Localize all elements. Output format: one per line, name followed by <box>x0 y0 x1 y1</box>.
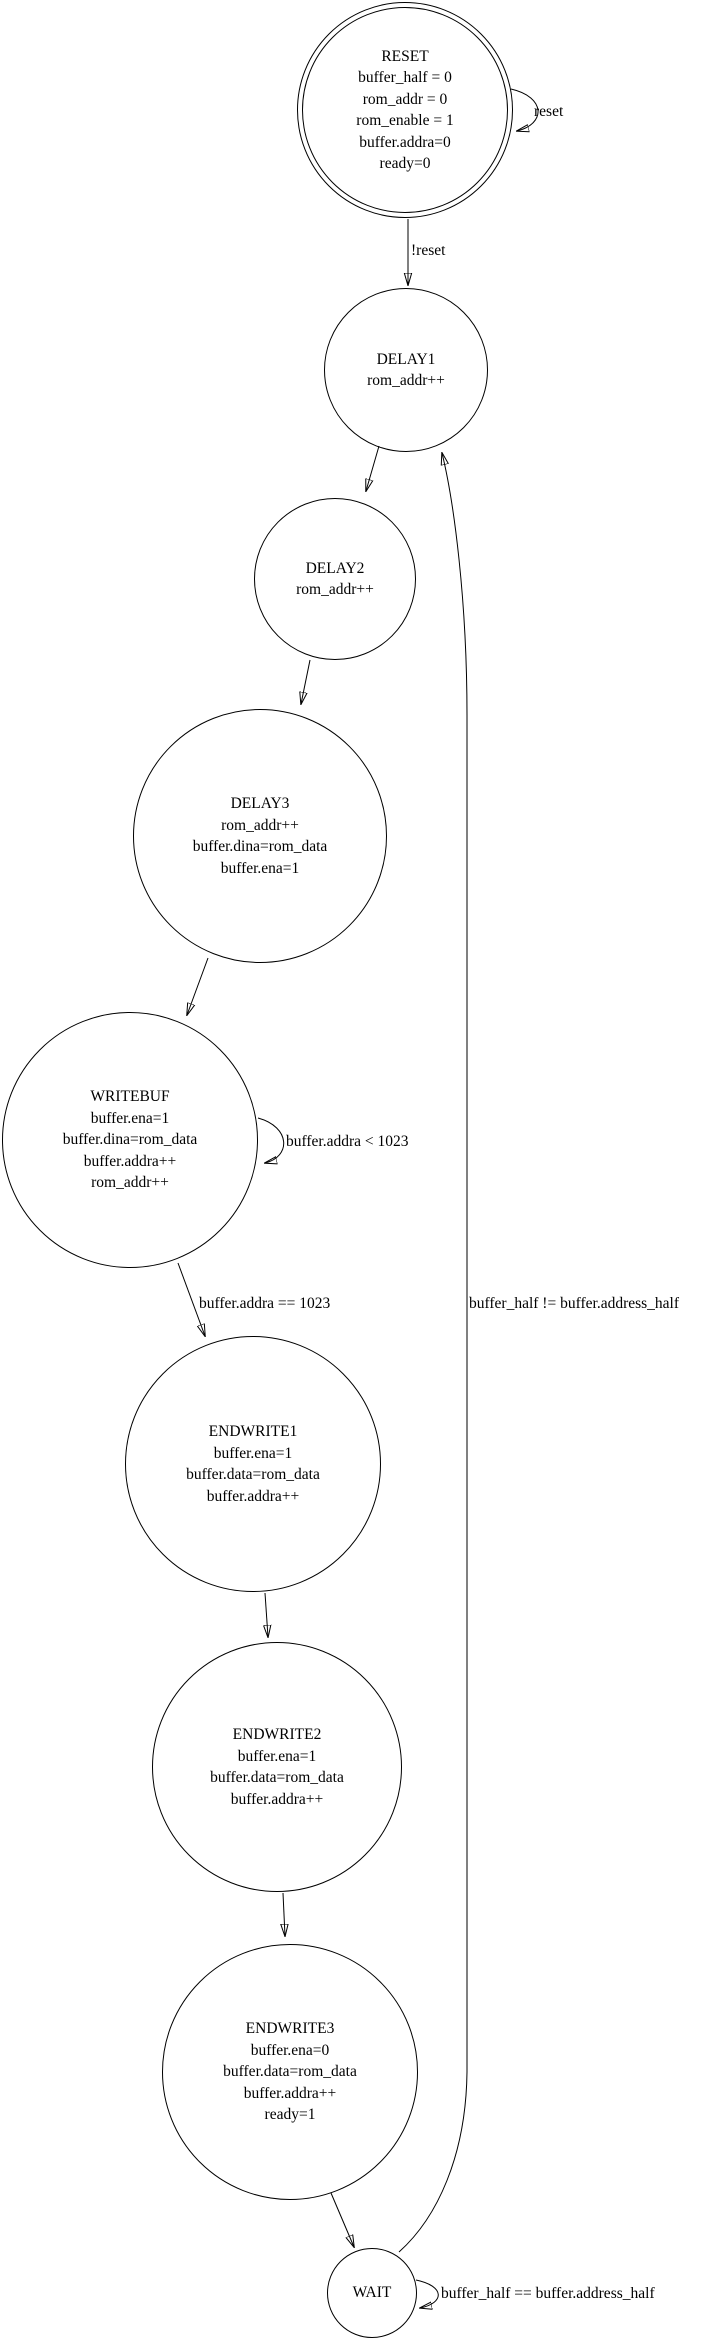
state-name: WAIT <box>352 2284 392 2302</box>
edge-label-half-eq: buffer_half == buffer.address_half <box>441 2285 655 2302</box>
state-action-line: buffer.data=rom_data <box>210 1769 344 1786</box>
state-action-line: buffer.data=rom_data <box>223 2063 357 2081</box>
edge-wait-self-loop <box>415 2279 439 2308</box>
state-endwrite1: ENDWRITE1 buffer.ena=1 buffer.data=rom_d… <box>125 1336 381 1592</box>
state-action-line: buffer.dina=rom_data <box>62 1131 198 1149</box>
state-delay3: DELAY3 rom_addr++ buffer.dina=rom_data b… <box>133 709 387 963</box>
edge-writebuf-to-endwrite1 <box>177 1262 205 1336</box>
state-endwrite3: ENDWRITE3 buffer.ena=0 buffer.data=rom_d… <box>162 1944 418 2200</box>
state-action-line: buffer.data=rom_data <box>186 1466 320 1483</box>
edge-writebuf-self-loop <box>257 1117 285 1163</box>
state-action-line: rom_addr++ <box>91 1174 169 1192</box>
state-wait: WAIT <box>327 2248 417 2338</box>
edge-delay2-to-delay3 <box>301 659 311 704</box>
state-action-line: rom_addr++ <box>367 372 445 389</box>
edge-endwrite3-to-wait <box>330 2192 354 2247</box>
edge-label-addra-eq-1023: buffer.addra == 1023 <box>199 1295 331 1312</box>
state-action-line: buffer_half = 0 <box>358 69 452 86</box>
state-action-line: buffer.ena=1 <box>213 1444 293 1462</box>
state-action-line: buffer.ena=0 <box>250 2041 330 2059</box>
state-name: DELAY3 <box>230 795 290 812</box>
state-name: RESET <box>381 47 429 65</box>
state-endwrite2: ENDWRITE2 buffer.ena=1 buffer.data=rom_d… <box>152 1642 402 1892</box>
state-delay2: DELAY2 rom_addr++ <box>254 498 416 660</box>
edge-label-not-reset: !reset <box>411 242 446 259</box>
state-action-line: ready=1 <box>264 2106 316 2124</box>
state-name: ENDWRITE2 <box>232 1726 322 1743</box>
state-reset: RESET buffer_half = 0 rom_addr = 0 rom_e… <box>297 2 513 218</box>
state-writebuf: WRITEBUF buffer.ena=1 buffer.dina=rom_da… <box>2 1012 258 1268</box>
edge-label-addra-lt-1023: buffer.addra < 1023 <box>286 1133 409 1150</box>
state-name: ENDWRITE3 <box>245 2020 335 2038</box>
state-action-line: buffer.addra++ <box>243 2084 337 2102</box>
edge-label-half-neq: buffer_half != buffer.address_half <box>469 1295 680 1312</box>
state-action-line: buffer.ena=1 <box>90 1109 170 1127</box>
state-name: WRITEBUF <box>90 1088 170 1106</box>
state-name: DELAY1 <box>376 350 436 368</box>
state-action-line: ready=0 <box>379 155 431 172</box>
edge-delay1-to-delay2 <box>366 445 380 491</box>
edge-label-reset: reset <box>534 103 564 120</box>
state-action-line: buffer.dina=rom_data <box>192 838 328 855</box>
edge-wait-to-delay1 <box>398 453 468 2253</box>
edge-endwrite2-to-endwrite3 <box>283 1892 285 1936</box>
state-name: ENDWRITE1 <box>208 1423 298 1440</box>
state-name: DELAY2 <box>305 559 365 577</box>
state-action-line: buffer.addra++ <box>83 1152 177 1170</box>
edge-delay3-to-writebuf <box>187 957 209 1015</box>
state-action-line: buffer.addra++ <box>206 1487 300 1505</box>
state-action-line: buffer.ena=1 <box>220 859 300 877</box>
state-action-line: buffer.addra++ <box>230 1790 324 1808</box>
state-action-line: rom_enable = 1 <box>356 112 454 129</box>
state-action-line: rom_addr++ <box>221 816 299 834</box>
state-action-line: rom_addr++ <box>296 581 374 598</box>
state-action-line: rom_addr = 0 <box>362 90 448 108</box>
edge-endwrite1-to-endwrite2 <box>265 1592 268 1637</box>
edge-reset-self-loop <box>510 88 539 131</box>
state-action-line: buffer.addra=0 <box>359 133 451 151</box>
state-delay1: DELAY1 rom_addr++ <box>324 288 488 452</box>
state-action-line: buffer.ena=1 <box>237 1747 317 1765</box>
